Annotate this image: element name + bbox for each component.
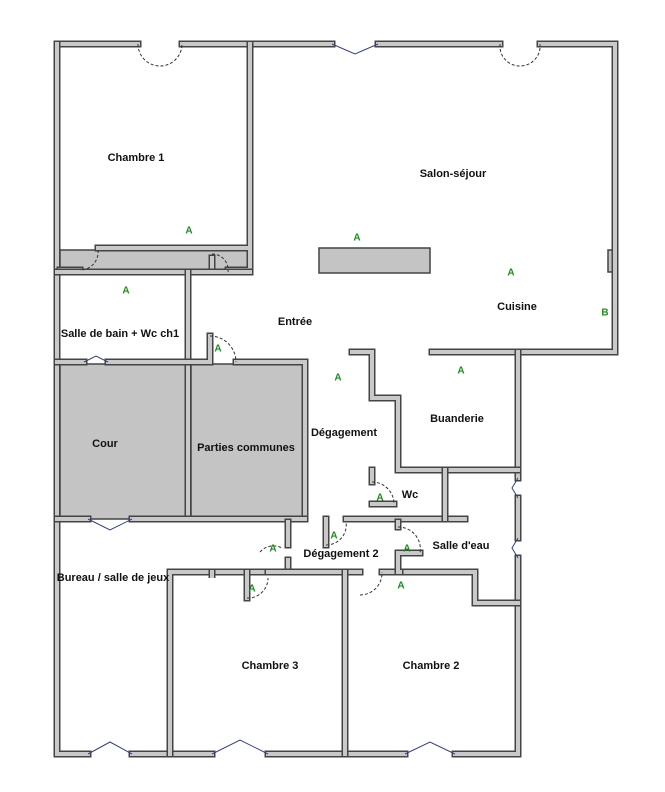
room-label-degagement2: Dégagement 2 [303, 548, 379, 560]
wall-segment [210, 570, 249, 600]
room-label-buanderie: Buanderie [430, 413, 484, 425]
wall-segment [396, 520, 422, 574]
marker-a: A [185, 225, 193, 237]
marker-a: A [214, 343, 222, 355]
room-label-salon: Salon-séjour [419, 168, 487, 180]
room-label-degagement: Dégagement [310, 427, 378, 439]
marker-a: A [457, 365, 465, 377]
central-block [318, 247, 431, 274]
wall-segment [370, 468, 447, 521]
wall-segment [55, 334, 307, 521]
room-label-chambre2: Chambre 2 [402, 660, 460, 672]
marker-a: A [330, 530, 338, 542]
room-label-salle-eau: Salle d'eau [432, 540, 490, 552]
wall-segment [53, 515, 469, 549]
marker-a: A [334, 372, 342, 384]
marker-a: A [353, 232, 361, 244]
wall-segment [208, 568, 251, 602]
parties-communes-zone [190, 363, 305, 520]
wall-segment [348, 348, 522, 474]
wall-segment [168, 520, 290, 756]
marker-a: A [269, 543, 277, 555]
wall-segment [350, 350, 520, 472]
room-label-wc: Wc [401, 489, 419, 501]
marker-a: A [248, 583, 256, 595]
walls [53, 40, 619, 758]
wall-segment [264, 568, 522, 607]
doors [79, 43, 541, 599]
windows [83, 43, 519, 755]
marker-a: A [397, 580, 405, 592]
room-label-chambre3: Chambre 3 [241, 660, 299, 672]
marker-b: B [601, 307, 609, 319]
room-label-entree: Entrée [277, 316, 313, 328]
shaded-zones [59, 247, 616, 520]
marker-a: A [403, 543, 411, 555]
room-label-chambre1: Chambre 1 [107, 152, 165, 164]
marker-a: A [376, 492, 384, 504]
room-label-cour: Cour [92, 438, 118, 450]
room-label-cuisine: Cuisine [497, 301, 537, 313]
room-label-salle-de-bain: Salle de bain + Wc ch1 [60, 328, 180, 340]
wall-segment [55, 42, 617, 354]
room-label-bureau: Bureau / salle de jeux [56, 572, 170, 584]
cour-zone [59, 363, 188, 520]
wall-segment [55, 517, 467, 547]
wall-segment [266, 570, 520, 605]
marker-a: A [507, 267, 515, 279]
wall-segment [166, 518, 292, 758]
marker-a: A [122, 285, 130, 297]
room-label-parties-communes: Parties communes [197, 442, 295, 454]
